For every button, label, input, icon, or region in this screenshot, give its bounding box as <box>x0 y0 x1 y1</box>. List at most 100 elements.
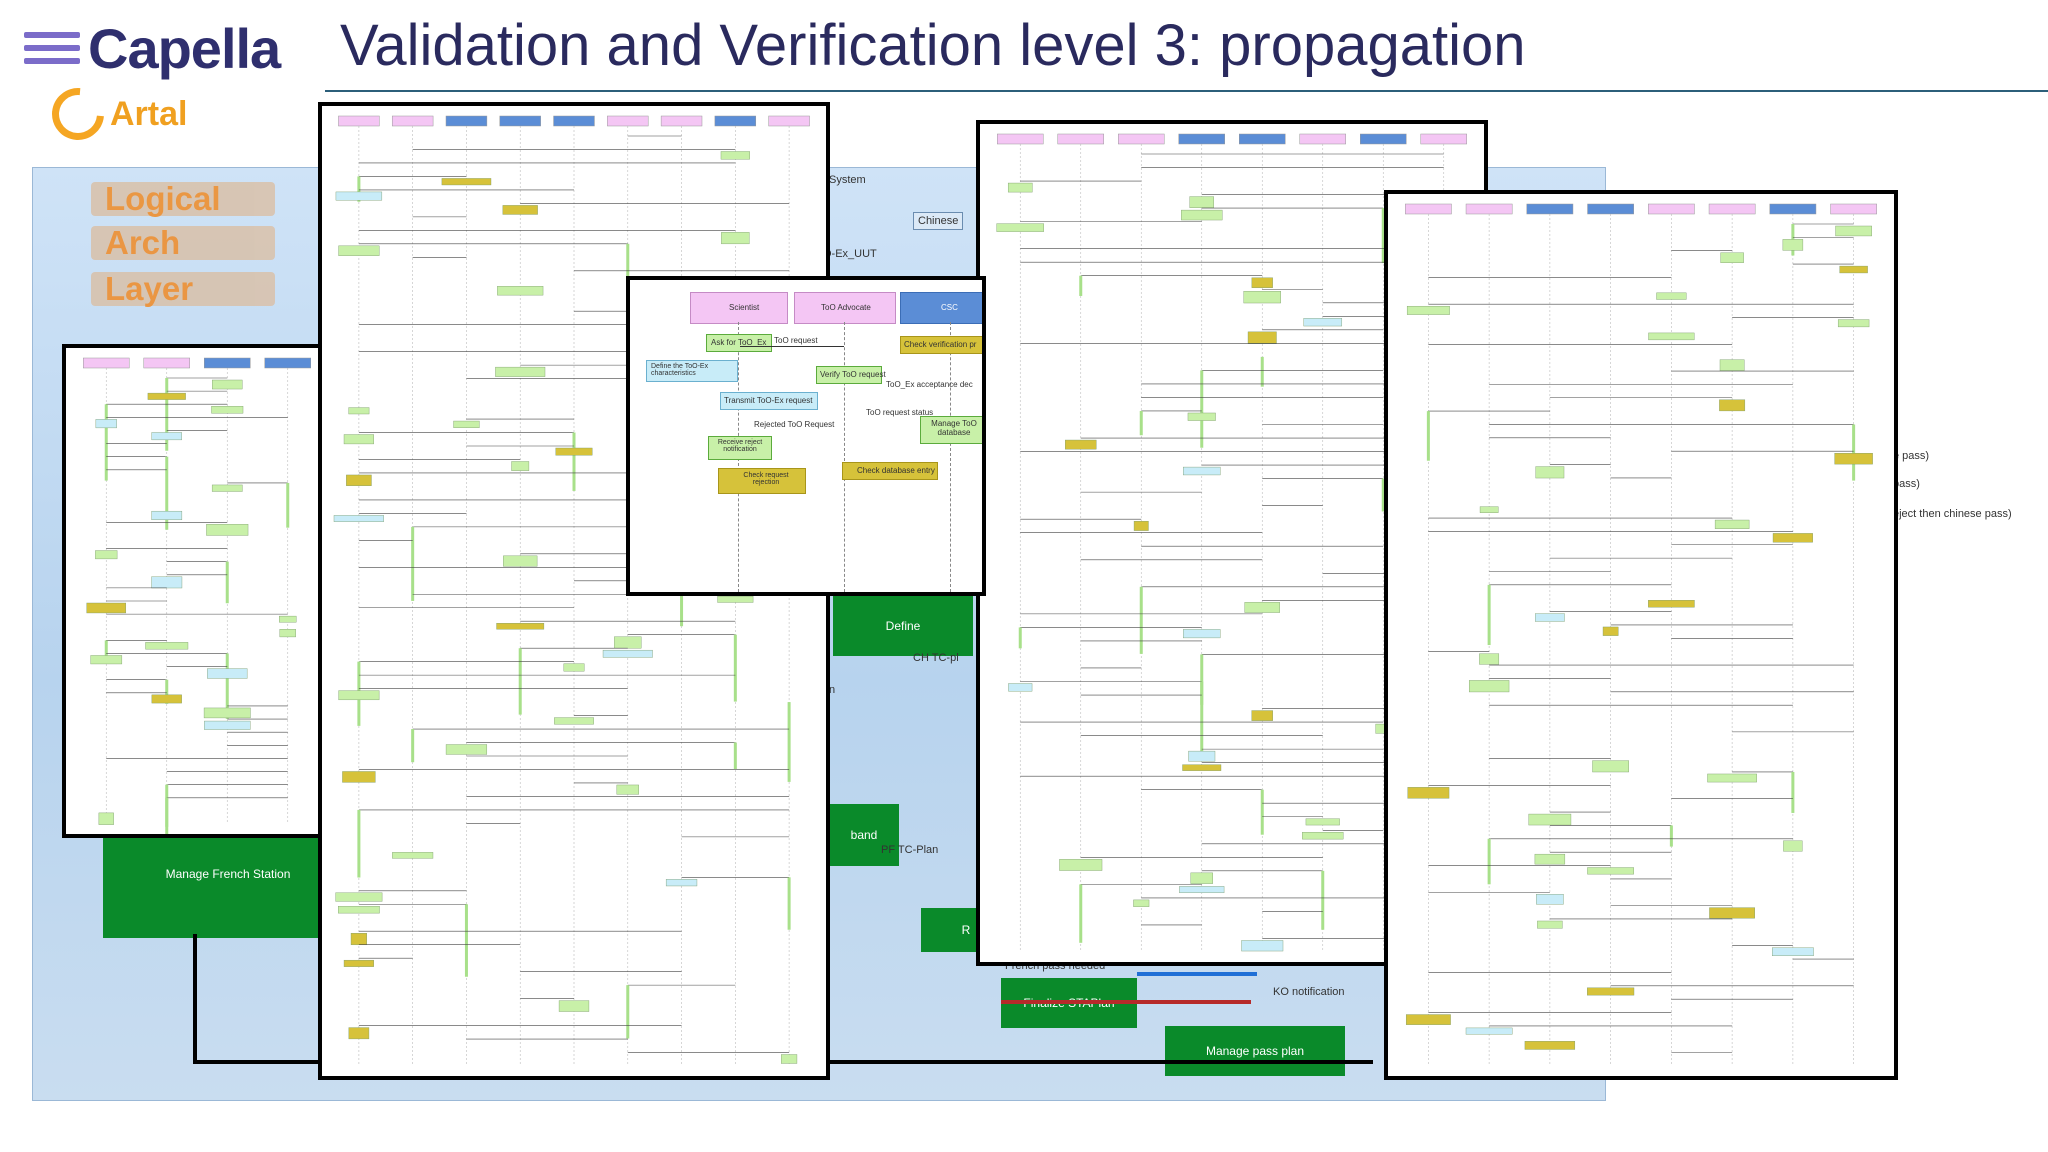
function-box <box>1479 653 1500 665</box>
function-box <box>1834 453 1873 465</box>
function-box <box>1709 907 1755 919</box>
function-box <box>1587 867 1634 875</box>
function-box <box>1534 853 1566 865</box>
step-manage-too-database-label: Manage ToO database <box>931 419 977 437</box>
function-box <box>333 515 384 522</box>
function-box <box>147 392 186 400</box>
lifeline-head <box>204 357 251 369</box>
lifeline-head <box>1420 133 1467 145</box>
function-box <box>1303 318 1343 327</box>
activation-bar <box>1487 838 1491 885</box>
function-box <box>212 379 243 390</box>
define-box: Define <box>833 596 973 656</box>
step-define-characteristics: Define the ToO-Ex characteristics <box>646 360 738 382</box>
function-box <box>1837 319 1870 328</box>
activation-bar <box>225 653 229 719</box>
function-box <box>1468 680 1510 693</box>
function-box <box>1537 920 1563 929</box>
function-box <box>614 636 642 649</box>
function-box <box>279 615 297 623</box>
step-check-verification: Check verification pr <box>900 336 982 354</box>
lifeline-head <box>264 357 311 369</box>
function-box <box>204 720 251 730</box>
lifeline-head <box>1360 133 1407 145</box>
lifeline-head <box>499 115 541 127</box>
activation-bar <box>1260 356 1264 387</box>
activation-bar <box>733 742 737 770</box>
sequence-diagram-panel-4 <box>1384 190 1898 1080</box>
function-box <box>1535 466 1565 479</box>
connector-line <box>193 934 197 1064</box>
sequence-diagram-panel-2 <box>318 102 830 1080</box>
function-box <box>279 629 296 638</box>
connector-line <box>1001 1000 1251 1004</box>
define-label: Define <box>885 619 921 633</box>
function-box <box>338 690 380 701</box>
activation-bar <box>1260 789 1264 835</box>
right-note-2: pass) <box>1893 478 1920 490</box>
lifeline-head <box>768 115 810 127</box>
function-box <box>206 524 249 536</box>
lifeline-csc-line <box>950 322 952 592</box>
function-box <box>342 771 376 783</box>
function-box <box>1720 252 1744 263</box>
function-box <box>1187 412 1216 421</box>
function-box <box>338 906 380 914</box>
activation-bar <box>1139 410 1143 436</box>
manage-pass-plan-box: Manage pass plan <box>1165 1026 1345 1076</box>
activation-bar <box>518 648 522 715</box>
function-box <box>151 694 182 704</box>
function-box <box>1405 1014 1451 1025</box>
zoomed-sequence-panel: Scientist ToO Advocate CSC Ask for ToO_E… <box>626 276 986 596</box>
activation-bar <box>1852 424 1856 481</box>
function-box <box>350 933 367 946</box>
capella-logo-icon <box>24 26 80 70</box>
lifeline-head <box>997 133 1044 145</box>
lifeline-head <box>553 115 595 127</box>
r-fragment-label: R <box>961 923 971 937</box>
lifeline-head <box>607 115 649 127</box>
function-box <box>721 232 750 245</box>
function-box <box>1065 439 1097 450</box>
function-box <box>151 432 182 441</box>
function-box <box>392 852 434 859</box>
right-note-3: eject then chinese pass) <box>1893 508 2012 520</box>
function-box <box>1528 813 1572 826</box>
function-box <box>1407 787 1450 799</box>
step-receive-reject: Receive reject notification <box>708 436 772 460</box>
function-box <box>1133 520 1149 531</box>
step-ask-for-too: Ask for ToO_Ex <box>706 334 772 352</box>
artal-logo-text: Artal <box>110 94 188 133</box>
message-rejected-label: Rejected ToO Request <box>754 420 835 429</box>
function-box <box>1007 182 1033 193</box>
right-note-1: e pass) <box>1893 450 1930 462</box>
function-box <box>1772 533 1813 543</box>
lifeline-head <box>83 357 130 369</box>
activation-bar <box>1200 681 1204 760</box>
lifeline-head <box>1769 203 1817 215</box>
activation-bar <box>1200 654 1204 705</box>
layer-tag-layer: Layer <box>91 272 275 306</box>
function-box <box>1251 277 1273 288</box>
message-too-status-label: ToO request status <box>866 408 934 417</box>
function-box <box>1782 239 1804 251</box>
lifeline-head <box>1118 133 1165 145</box>
step-define-characteristics-label: Define the ToO-Ex characteristics <box>651 363 709 377</box>
function-box <box>1406 305 1450 315</box>
function-box <box>95 419 117 429</box>
function-box <box>1707 773 1757 783</box>
pf-tc-plan-label: PF TC-Plan <box>881 844 939 856</box>
step-verify-too-request-label: Verify ToO request <box>820 370 886 379</box>
function-box <box>1536 894 1564 905</box>
function-box <box>495 366 546 377</box>
function-box <box>90 655 123 665</box>
function-box <box>1182 466 1221 476</box>
function-box <box>86 602 127 614</box>
step-ask-for-too-label: Ask for ToO_Ex <box>711 338 767 347</box>
layer-tag-arch: Arch <box>91 226 275 260</box>
function-box <box>445 744 488 755</box>
manage-pass-plan-label: Manage pass plan <box>1205 1044 1305 1058</box>
step-manage-too-database: Manage ToO database <box>920 416 982 444</box>
activation-bar <box>733 634 737 702</box>
activation-bar <box>104 640 108 661</box>
